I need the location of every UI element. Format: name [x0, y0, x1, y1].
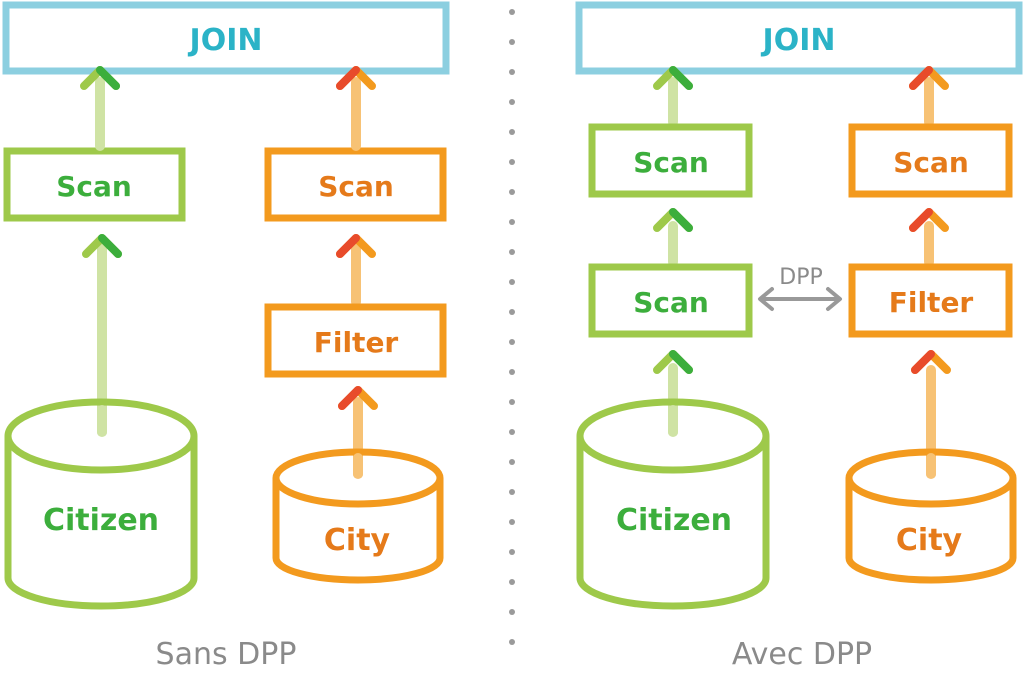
right-citizen-table: Citizen	[576, 398, 770, 610]
dpp-bidirectional-arrow: DPP	[758, 265, 842, 311]
left-city-scan-node: Scan	[264, 147, 447, 222]
left-citizen-table: Citizen	[4, 398, 198, 610]
dpp-label: DPP	[779, 265, 822, 290]
left-citizen-scan-to-join-arrow	[80, 66, 120, 151]
right-city-table: City	[845, 448, 1017, 584]
right-filter-to-scan-arrow	[909, 208, 949, 267]
right-join-label: JOIN	[761, 23, 836, 58]
left-city-scan-to-join-arrow	[336, 66, 376, 151]
left-join-node: JOIN	[2, 1, 450, 75]
right-city-scan-label: Scan	[893, 146, 969, 179]
right-citizen-scan-top-node: Scan	[588, 123, 753, 198]
left-city-filter-label: Filter	[314, 326, 399, 359]
left-filter-to-scan-arrow	[336, 234, 376, 307]
right-citizen-scan-top-label: Scan	[633, 146, 709, 179]
right-city-table-label: City	[896, 523, 963, 558]
right-city-filter-node: Filter	[848, 263, 1013, 338]
right-citizen-scan-to-scan-arrow	[653, 208, 693, 267]
left-city-filter-node: Filter	[264, 303, 447, 378]
divider-dotted	[509, 9, 515, 645]
right-city-filter-label: Filter	[889, 286, 974, 319]
right-caption: Avec DPP	[732, 637, 872, 672]
right-citizen-scan-bottom-node: Scan	[588, 263, 753, 338]
left-caption: Sans DPP	[156, 637, 297, 672]
right-city-scan-to-join-arrow	[909, 66, 949, 127]
right-citizen-scan-to-join-arrow	[653, 66, 693, 127]
right-citizen-scan-bottom-label: Scan	[633, 286, 709, 319]
left-city-table-label: City	[324, 523, 391, 558]
left-citizen-scan-node: Scan	[3, 147, 186, 222]
left-city-scan-label: Scan	[318, 170, 394, 203]
left-citizen-table-label: Citizen	[43, 503, 159, 538]
right-citizen-table-label: Citizen	[616, 503, 732, 538]
left-join-label: JOIN	[188, 23, 263, 58]
right-join-node: JOIN	[575, 1, 1023, 75]
left-city-table: City	[272, 448, 444, 584]
left-citizen-scan-label: Scan	[56, 170, 132, 203]
right-city-scan-node: Scan	[848, 123, 1013, 198]
